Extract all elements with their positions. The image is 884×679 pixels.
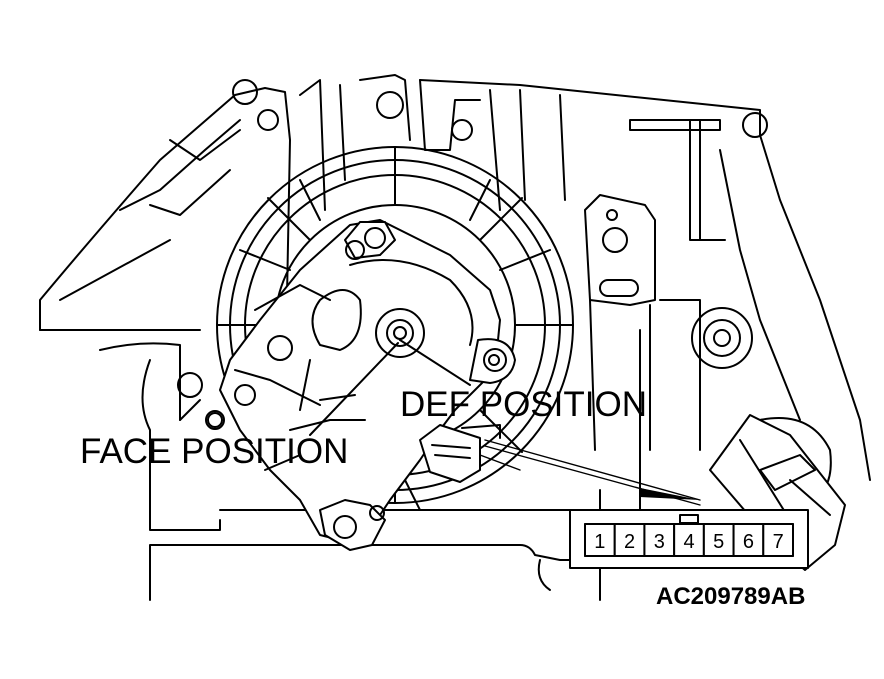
def-position-label: DEF POSITION xyxy=(400,385,647,424)
connector-pin-number: 7 xyxy=(773,531,784,553)
connector-leader xyxy=(484,439,701,501)
def-leader xyxy=(399,339,471,386)
face-leader xyxy=(309,342,399,436)
connector-pin-number: 3 xyxy=(654,531,665,553)
connector-pin-number: 2 xyxy=(624,531,635,553)
connector-pin-cell xyxy=(613,523,646,557)
figure-code: AC209789AB xyxy=(656,583,805,610)
connector-pin-number: 6 xyxy=(743,531,754,553)
connector-pin-cell xyxy=(702,523,735,557)
connector-leader-arrow xyxy=(640,488,700,500)
connector-lock-tab xyxy=(679,514,699,524)
heater-case xyxy=(39,74,871,601)
harness-plug xyxy=(709,414,846,571)
connector-pin-cell xyxy=(673,523,705,557)
leader-lines xyxy=(309,339,701,506)
connector-pin-cell xyxy=(643,523,676,557)
connector-pin-number: 1 xyxy=(594,531,605,553)
connector-pin-number: 4 xyxy=(683,531,694,553)
connector-pin-number: 5 xyxy=(713,531,724,553)
connector-pin-cell xyxy=(762,523,794,557)
face-position-label: FACE POSITION xyxy=(80,432,348,471)
